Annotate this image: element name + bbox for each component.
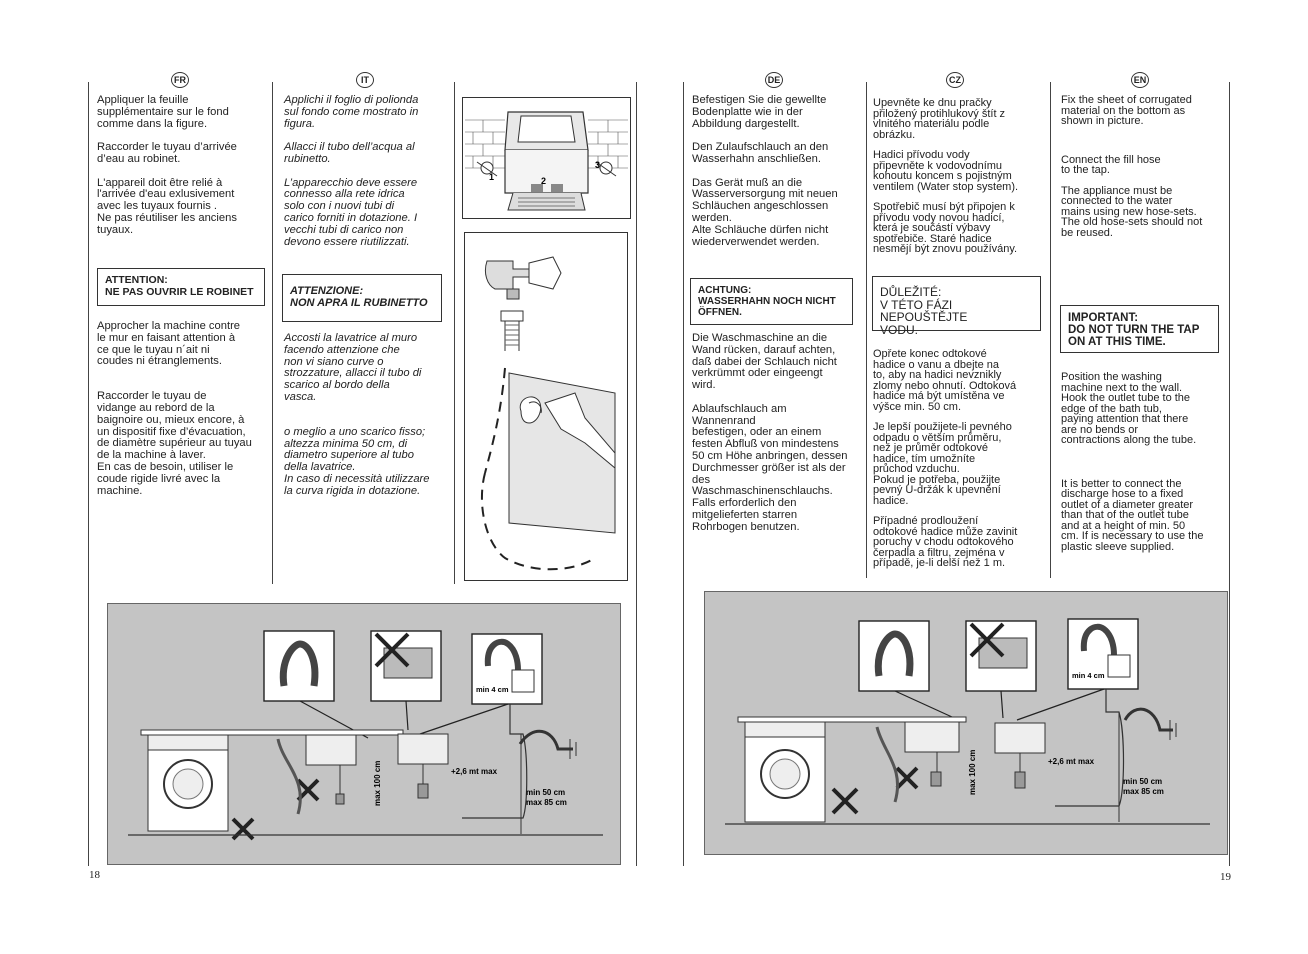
machine-underside-illustration: 1 2 3 [465, 111, 628, 211]
cz-column: Upevněte ke dnu pračky přiložený protihl… [873, 98, 1049, 266]
max-height-label: max 100 cm [373, 761, 382, 806]
cz-column-lower: Opřete konec odtokové hadice o vanu a db… [873, 349, 1049, 580]
drainage-diagram-left: min 4 cm max 100 cm +2,6 mt max min 50 c… [107, 603, 621, 865]
de-paragraph: Ablaufschlauch am Wannenrand befestigen,… [692, 402, 848, 533]
language-badge-it: IT [356, 72, 374, 88]
right-page-gutter [683, 82, 684, 866]
left-page-border [88, 82, 89, 866]
max-length-label: +2,6 mt max [1048, 757, 1095, 766]
tap-connection-figure [464, 232, 628, 581]
fr-paragraph: L'appareil doit être relié à l'arrivée d… [97, 176, 237, 236]
en-paragraph: It is better to connect the discharge ho… [1061, 477, 1204, 553]
de-paragraph: Den Zulaufschlauch an den Wasserhahn ans… [692, 141, 829, 165]
min-height-label: min 50 cm [1123, 777, 1162, 786]
min-height-label: min 50 cm [526, 788, 565, 797]
it-column-lower: Accosti la lavatrice al muro facendo att… [284, 332, 452, 509]
fr-paragraph: Raccorder le tuyau d’arrivée d’eau au ro… [97, 141, 237, 165]
cz-paragraph: Upevněte ke dnu pračky přiložený protihl… [873, 97, 1006, 141]
fr-warning-box: ATTENTION: NE PAS OUVRIR LE ROBINET [97, 268, 265, 306]
cz-paragraph: Opřete konec odtokové hadice o vanu a db… [873, 348, 1017, 413]
max-length-label: +2,6 mt max [451, 767, 498, 776]
it-paragraph: Applichi il foglio di polionda sul fondo… [284, 94, 419, 130]
de-paragraph: Das Gerät muß an die Wasserversorgung mi… [692, 176, 838, 248]
de-paragraph: Befestigen Sie die gewellte Bodenplatte … [692, 94, 827, 130]
cz-paragraph: Případné prodloužení odtokové hadice můž… [873, 515, 1018, 569]
tap-hose-illustration [481, 256, 616, 571]
en-paragraph: Fix the sheet of corrugated material on … [1061, 94, 1192, 127]
fr-column-lower: Approcher la machine contre le mur en fa… [97, 320, 269, 509]
en-paragraph: Connect the fill hose to the tap. [1061, 153, 1161, 176]
right-page-border [1229, 82, 1230, 866]
column-divider [866, 82, 867, 578]
language-badge-fr: FR [171, 72, 189, 88]
cz-paragraph: Hadici přívodu vody připevněte k vodovod… [873, 149, 1019, 193]
min-gap-label: min 4 cm [1072, 671, 1105, 680]
de-column: Befestigen Sie die gewellte Bodenplatte … [692, 94, 864, 260]
en-warning-box: IMPORTANT: DO NOT TURN THE TAP ON AT THI… [1060, 305, 1219, 353]
it-column: Applichi il foglio di polionda sul fondo… [284, 94, 452, 260]
column-divider [1050, 82, 1051, 578]
drainage-installation-illustration: min 4 cm max 100 cm +2,6 mt max min 50 c… [128, 630, 603, 841]
de-paragraph: Die Waschmaschine an die Wand rücken, da… [692, 332, 837, 392]
drainage-diagram-right: min 4 cm max 100 cm +2,6 mt max min 50 c… [704, 591, 1228, 855]
it-paragraph: L’apparecchio deve essere connesso alla … [284, 176, 418, 248]
page-number-right: 19 [1220, 871, 1231, 883]
cz-paragraph: Je lepší použijete-li pevného odpadu o v… [873, 421, 1012, 507]
it-paragraph: Allacci il tubo dell’acqua al rubinetto. [284, 141, 415, 165]
it-warning-box: ATTENZIONE: NON APRA IL RUBINETTO [282, 274, 442, 322]
fr-column: Appliquer la feuille supplémentaire sur … [97, 94, 269, 248]
max-outlet-height-label: max 85 cm [526, 798, 567, 807]
en-paragraph: The appliance must be connected to the w… [1061, 184, 1203, 239]
max-outlet-height-label: max 85 cm [1123, 787, 1164, 796]
en-column: Fix the sheet of corrugated material on … [1061, 95, 1227, 250]
min-gap-label: min 4 cm [476, 685, 509, 694]
it-paragraph: o meglio a uno scarico fisso; altezza mi… [284, 425, 430, 497]
en-paragraph: Position the washing machine next to the… [1061, 371, 1197, 446]
page-number-left: 18 [89, 869, 100, 881]
drainage-installation-illustration: min 4 cm max 100 cm +2,6 mt max min 50 c… [725, 618, 1210, 825]
figure-label-2: 2 [541, 176, 546, 186]
language-badge-en: EN [1131, 72, 1149, 88]
en-column-lower: Position the washing machine next to the… [1061, 372, 1227, 564]
figure-label-3: 3 [595, 160, 600, 170]
left-page-gutter [636, 82, 637, 866]
column-divider [454, 82, 455, 584]
it-paragraph: Accosti la lavatrice al muro facendo att… [284, 332, 422, 403]
fr-paragraph: Approcher la machine contre le mur en fa… [97, 320, 241, 368]
corrugated-sheet-figure: 1 2 3 [462, 97, 631, 219]
column-divider [272, 82, 273, 584]
de-warning-box: ACHTUNG: WASSERHAHN NOCH NICHT ÖFFNEN. [690, 278, 853, 325]
max-height-label: max 100 cm [968, 750, 977, 795]
cz-paragraph: Spotřebič musí být připojen k přívodu vo… [873, 201, 1018, 255]
figure-label-1: 1 [489, 172, 494, 182]
fr-paragraph: Appliquer la feuille supplémentaire sur … [97, 94, 229, 130]
de-column-lower: Die Waschmaschine an die Wand rücken, da… [692, 332, 864, 545]
fr-paragraph: Raccorder le tuyau de vidange au rebord … [97, 390, 252, 497]
cz-warning-box: DŮLEŽITÉ: V TÉTO FÁZI NEPOUŠTĚJTE VODU. [872, 276, 1041, 336]
language-badge-cz: CZ [946, 72, 964, 88]
language-badge-de: DE [765, 72, 783, 88]
